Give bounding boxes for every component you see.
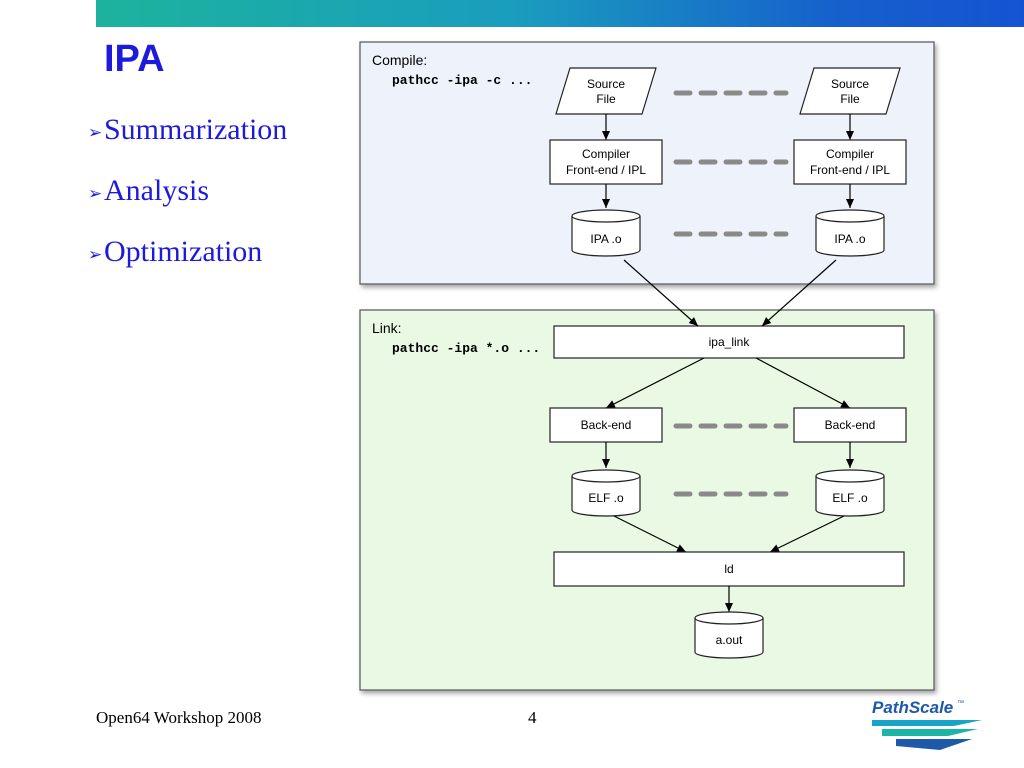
source-file-left-line2: File	[596, 92, 616, 106]
ld-label: ld	[724, 562, 733, 576]
bullet-item: ➢Summarization	[88, 112, 287, 173]
arrow-bullet-icon: ➢	[88, 184, 103, 203]
arrow-bullet-icon: ➢	[88, 123, 103, 142]
compiler-box-left: Compiler Front-end / IPL	[549, 139, 663, 185]
logo-text: PathScale	[872, 698, 953, 717]
bullet-text: Analysis	[104, 174, 209, 207]
slide-title: IPA	[104, 38, 165, 80]
elf-object-right-label: ELF .o	[832, 491, 868, 505]
arrow	[613, 515, 687, 553]
link-command: pathcc -ipa *.o ...	[392, 341, 540, 356]
elf-object-left-label: ELF .o	[588, 491, 624, 505]
logo-trademark: ™	[957, 700, 964, 707]
compile-panel: Compile: pathcc -ipa -c ... Source File …	[359, 41, 935, 285]
compiler-right-line2: Front-end / IPL	[810, 163, 890, 177]
ipa-object-right-label: IPA .o	[834, 232, 865, 246]
source-file-right: Source File	[799, 67, 901, 115]
bullet-text: Optimization	[104, 235, 263, 268]
bullet-list: ➢Summarization ➢Analysis ➢Optimization	[88, 112, 287, 295]
elf-object-left: ELF .o	[571, 469, 641, 517]
elf-object-right: ELF .o	[815, 469, 885, 517]
ipa-link-label: ipa_link	[709, 335, 751, 349]
header-gradient-bar	[96, 0, 1024, 27]
ld-box: ld	[553, 551, 905, 587]
bullet-item: ➢Analysis	[88, 173, 287, 234]
source-file-right-line1: Source	[831, 77, 869, 91]
pathscale-logo: PathScale ™	[872, 698, 982, 750]
compiler-box-right: Compiler Front-end / IPL	[793, 139, 907, 185]
arrow	[761, 259, 837, 327]
page-number: 4	[528, 708, 537, 727]
arrow	[623, 259, 699, 327]
source-file-right-line2: File	[840, 92, 860, 106]
link-panel: Link: pathcc -ipa *.o ... ipa_link Back-…	[359, 309, 935, 691]
aout-output: a.out	[694, 611, 764, 659]
arrow	[769, 515, 845, 553]
backend-left-label: Back-end	[581, 418, 632, 432]
ipa-link-box: ipa_link	[553, 325, 905, 359]
footer-text: Open64 Workshop 2008	[96, 708, 262, 727]
ipa-object-right: IPA .o	[815, 209, 885, 257]
compiler-left-line1: Compiler	[582, 147, 630, 161]
aout-label: a.out	[716, 633, 743, 647]
source-file-left: Source File	[555, 67, 657, 115]
compile-command: pathcc -ipa -c ...	[392, 73, 532, 88]
arrow	[605, 357, 705, 409]
link-label: Link:	[372, 320, 402, 336]
bullet-text: Summarization	[104, 113, 288, 146]
arrow	[755, 357, 851, 409]
backend-box-right: Back-end	[793, 407, 907, 443]
compiler-left-line2: Front-end / IPL	[566, 163, 646, 177]
compiler-right-line1: Compiler	[826, 147, 874, 161]
ipa-object-left-label: IPA .o	[590, 232, 621, 246]
ipa-object-left: IPA .o	[571, 209, 641, 257]
ipa-flow-diagram: Compile: pathcc -ipa -c ... Source File …	[359, 41, 935, 691]
backend-right-label: Back-end	[825, 418, 876, 432]
backend-box-left: Back-end	[549, 407, 663, 443]
source-file-left-line1: Source	[587, 77, 625, 91]
compile-label: Compile:	[372, 52, 427, 68]
bullet-item: ➢Optimization	[88, 234, 287, 295]
arrow-bullet-icon: ➢	[88, 245, 103, 264]
